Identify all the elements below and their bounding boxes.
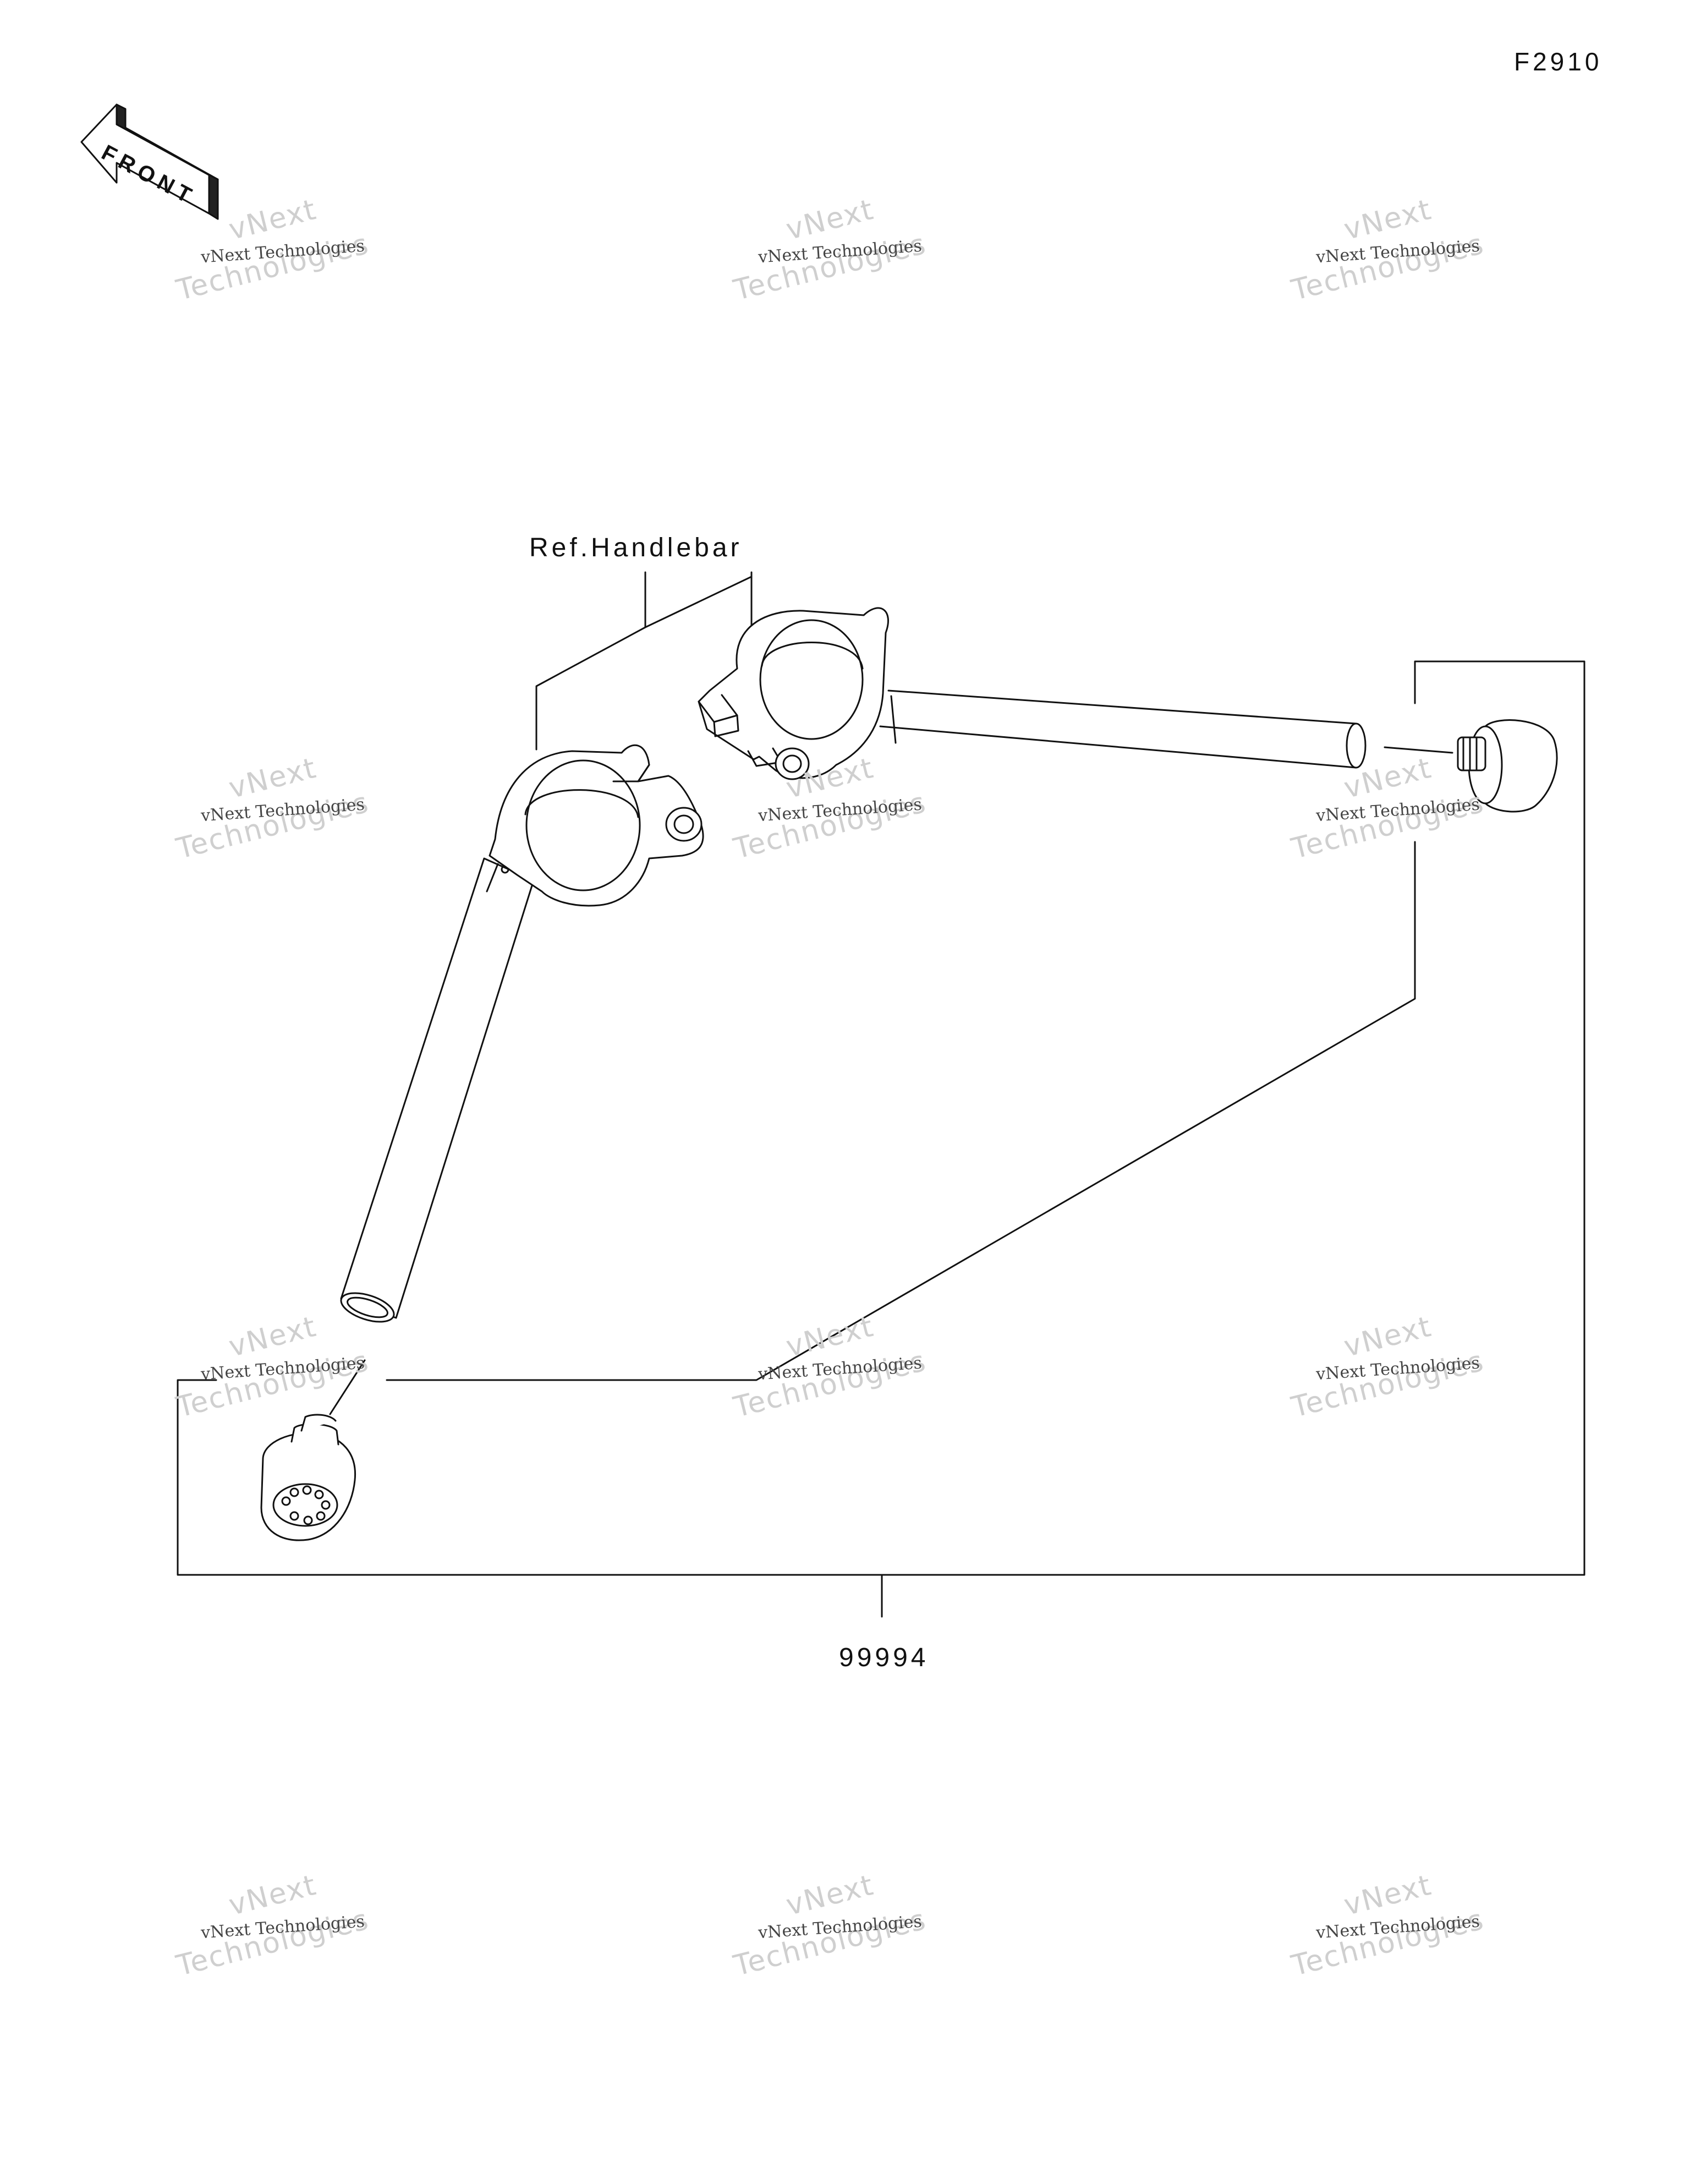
part-number-label: 99994 xyxy=(839,1643,929,1672)
left-handlebar xyxy=(340,744,704,1323)
diagram-code: F2910 xyxy=(1514,47,1603,76)
kit-outline-99994 xyxy=(177,660,1585,1618)
ref-handlebar-label: Ref.Handlebar xyxy=(529,533,743,562)
right-handlebar xyxy=(698,607,1367,780)
front-arrow-icon xyxy=(80,103,219,220)
ref-handlebar-leader xyxy=(535,571,753,751)
right-bar-end-weight xyxy=(1384,719,1558,813)
left-bar-end-weight xyxy=(260,1359,366,1541)
